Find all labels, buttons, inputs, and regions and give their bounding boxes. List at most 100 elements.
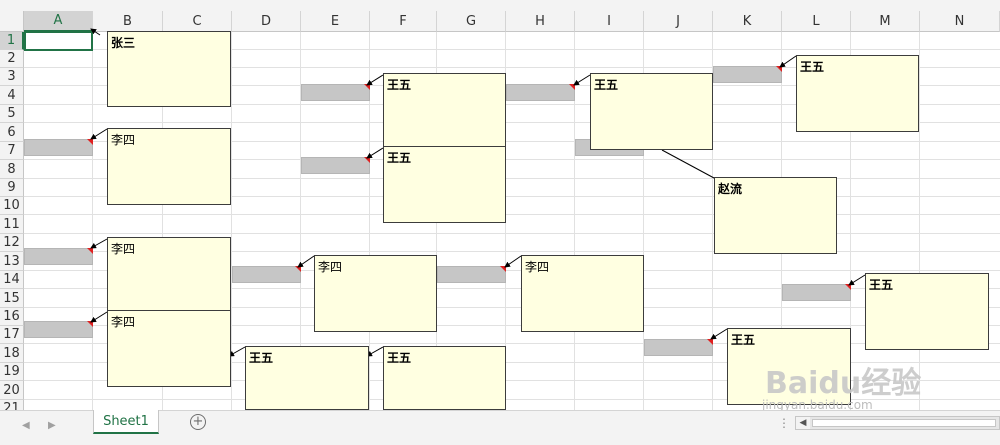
comment-author: 王五: [731, 333, 756, 347]
gridline: [24, 104, 1000, 105]
commented-cell-k3[interactable]: [713, 66, 782, 83]
row-header-19[interactable]: 19: [0, 363, 24, 381]
comment-author: 李四: [318, 260, 343, 274]
row-header-1[interactable]: 1: [0, 32, 24, 50]
row-header-15[interactable]: 15: [0, 289, 24, 308]
scrollbar-thumb[interactable]: [812, 419, 996, 427]
comment-box-e4[interactable]: 王五: [383, 73, 506, 149]
select-all-corner[interactable]: [0, 11, 24, 32]
comment-box-i7[interactable]: 赵流: [714, 177, 837, 254]
scroll-left-icon[interactable]: ◀: [796, 417, 810, 429]
comment-author: 王五: [387, 78, 412, 92]
row-header-20[interactable]: 20: [0, 381, 24, 400]
comment-author: 李四: [111, 315, 136, 329]
commented-cell-h4[interactable]: [506, 84, 575, 101]
column-header-i[interactable]: I: [575, 11, 644, 32]
comment-box-b1[interactable]: 张三: [107, 31, 231, 107]
row-header-17[interactable]: 17: [0, 326, 24, 344]
comment-box-d14[interactable]: 李四: [314, 255, 437, 332]
column-header-h[interactable]: H: [506, 11, 575, 32]
commented-cell-a17[interactable]: [24, 321, 93, 338]
row-header-11[interactable]: 11: [0, 215, 24, 234]
plus-circle-icon[interactable]: +: [190, 414, 206, 430]
row-header-9[interactable]: 9: [0, 179, 24, 197]
gridline: [369, 32, 370, 410]
active-cell-a1[interactable]: [24, 31, 93, 51]
gridline: [231, 32, 232, 410]
comment-box-a17[interactable]: 李四: [107, 310, 231, 387]
comment-box-g14[interactable]: 李四: [521, 255, 644, 332]
gridline: [712, 32, 713, 410]
row-header-2[interactable]: 2: [0, 50, 24, 68]
comment-box-a7[interactable]: 李四: [107, 128, 231, 205]
comment-author: 张三: [111, 36, 136, 50]
commented-cell-e4[interactable]: [301, 84, 370, 101]
gridline: [24, 380, 1000, 381]
column-header-l[interactable]: L: [782, 11, 851, 32]
row-header-8[interactable]: 8: [0, 160, 24, 179]
commented-cell-d14[interactable]: [232, 266, 301, 283]
tab-split-handle[interactable]: ⋮: [778, 416, 790, 430]
gridline: [24, 307, 1000, 308]
triangle-right-icon[interactable]: ▶: [48, 420, 56, 431]
gridline: [24, 362, 1000, 363]
comment-author: 赵流: [718, 182, 743, 196]
row-header-3[interactable]: 3: [0, 68, 24, 86]
gridline: [300, 32, 301, 410]
column-header-f[interactable]: F: [370, 11, 437, 32]
row-header-12[interactable]: 12: [0, 234, 24, 252]
comment-box-a13[interactable]: 李四: [107, 237, 231, 313]
gridline: [24, 159, 1000, 160]
row-header-14[interactable]: 14: [0, 271, 24, 289]
comment-box-k3[interactable]: 王五: [796, 55, 919, 132]
gridline: [574, 32, 575, 410]
row-header-10[interactable]: 10: [0, 197, 24, 215]
sheet-tab-sheet1[interactable]: Sheet1: [93, 410, 159, 434]
baidu-watermark-url: jingyan.baidu.com: [762, 398, 873, 412]
comment-box-e19[interactable]: 王五: [383, 346, 506, 410]
comment-box-h4[interactable]: 王五: [590, 73, 713, 150]
gridline: [24, 178, 1000, 179]
gridline: [24, 141, 1000, 142]
gridline: [24, 288, 1000, 289]
row-header-5[interactable]: 5: [0, 105, 24, 123]
triangle-left-icon[interactable]: ◀: [22, 420, 30, 431]
row-header-16[interactable]: 16: [0, 308, 24, 326]
gridline: [24, 214, 1000, 215]
horizontal-scrollbar[interactable]: ◀: [795, 416, 1000, 430]
column-header-g[interactable]: G: [437, 11, 506, 32]
column-header-j[interactable]: J: [644, 11, 713, 32]
comment-author: 李四: [111, 133, 136, 147]
column-header-k[interactable]: K: [713, 11, 782, 32]
row-header-13[interactable]: 13: [0, 252, 24, 271]
comment-box-j18[interactable]: 王五: [727, 328, 851, 405]
comment-box-e8[interactable]: 王五: [383, 146, 506, 223]
row-header-7[interactable]: 7: [0, 142, 24, 160]
gridline: [24, 122, 1000, 123]
comment-author: 王五: [249, 351, 274, 365]
column-header-d[interactable]: D: [232, 11, 301, 32]
gridline: [919, 32, 920, 410]
commented-cell-a13[interactable]: [24, 248, 93, 265]
commented-cell-j18[interactable]: [644, 339, 713, 356]
gridline: [850, 32, 851, 410]
sheet-tab-bar: ◀ ▶ Sheet1 + ⋮ ◀: [0, 410, 1000, 445]
comment-box-l15[interactable]: 王五: [865, 273, 989, 350]
row-header-21[interactable]: 21: [0, 400, 24, 410]
row-header-6[interactable]: 6: [0, 123, 24, 142]
baidu-watermark-logo: Baidu经验: [765, 366, 922, 401]
commented-cell-a7[interactable]: [24, 139, 93, 156]
commented-cell-g14[interactable]: [437, 266, 506, 283]
column-header-m[interactable]: M: [851, 11, 920, 32]
gridline: [162, 32, 163, 410]
gridline: [24, 251, 1000, 252]
row-header-18[interactable]: 18: [0, 344, 24, 363]
comment-author: 王五: [387, 351, 412, 365]
comment-box-d19[interactable]: 王五: [245, 346, 369, 410]
row-header-4[interactable]: 4: [0, 86, 24, 105]
column-header-e[interactable]: E: [301, 11, 370, 32]
commented-cell-l15[interactable]: [782, 284, 851, 301]
commented-cell-e8[interactable]: [301, 157, 370, 174]
gridline: [24, 325, 1000, 326]
